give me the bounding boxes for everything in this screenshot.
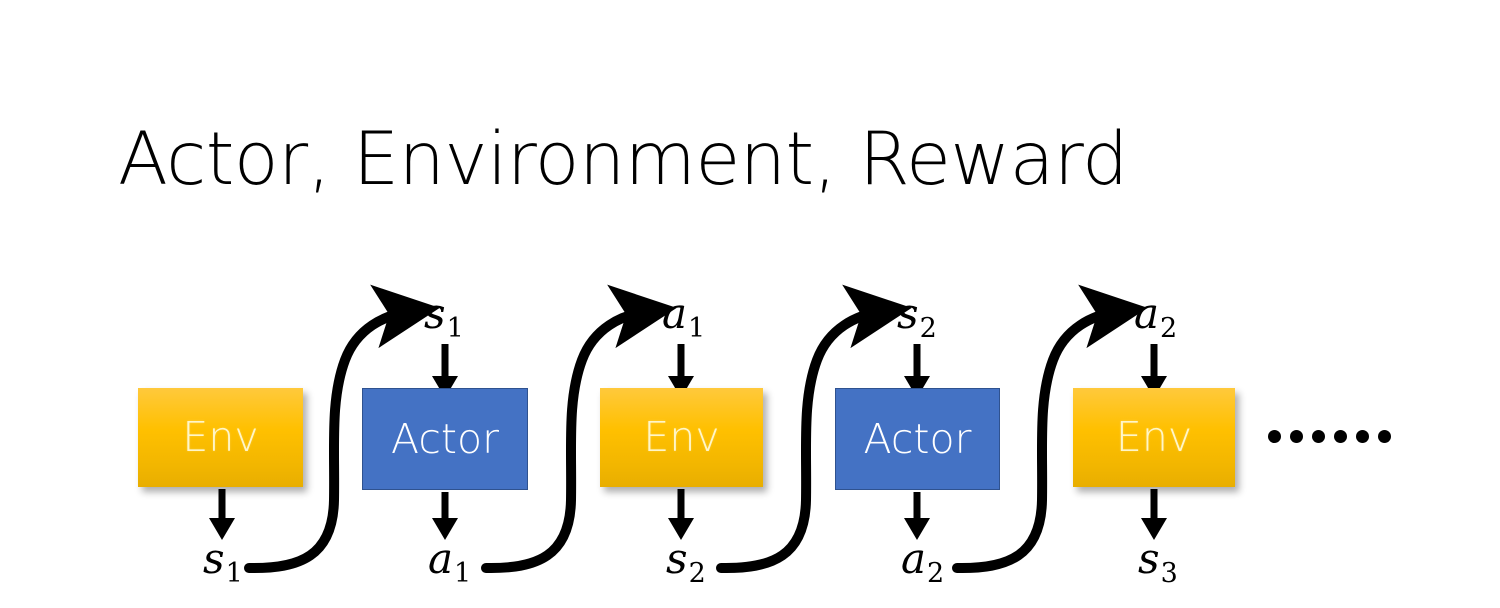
node-actor-1[interactable]: Actor (362, 388, 528, 490)
label-state-s3-bottom: s3 (1138, 538, 1178, 590)
ellipsis-dot-group (1268, 430, 1325, 443)
down-arrow-out-env3 (1141, 489, 1167, 540)
down-arrow-out-env2 (668, 489, 694, 540)
symbol: s (897, 289, 919, 338)
ellipsis-dot (1334, 430, 1347, 443)
ellipsis-dot (1290, 430, 1303, 443)
node-env-2[interactable]: Env (600, 388, 763, 487)
label-action-a2-top: a2 (1134, 293, 1178, 345)
node-label: Actor (391, 414, 499, 463)
ellipsis-dot-group (1334, 430, 1391, 443)
node-label: Actor (863, 414, 972, 463)
node-label: Env (643, 413, 720, 461)
label-state-s1-bottom: s1 (203, 538, 243, 590)
subscript: 3 (1160, 558, 1178, 589)
label-action-a1-top: a1 (662, 293, 706, 345)
node-label: Env (182, 413, 259, 461)
symbol: s (1138, 534, 1160, 583)
ellipsis-continuation-icon (1268, 430, 1391, 443)
node-env-1[interactable]: Env (138, 388, 303, 487)
down-arrow-out-actor2 (904, 492, 930, 540)
node-actor-2[interactable]: Actor (835, 388, 1000, 490)
subscript: 1 (454, 558, 472, 589)
down-arrow-out-actor1 (432, 492, 458, 540)
ellipsis-dot (1312, 430, 1325, 443)
symbol: a (428, 534, 454, 583)
symbol: a (1134, 289, 1160, 338)
symbol: s (666, 534, 688, 583)
symbol: s (203, 534, 225, 583)
down-arrow-out-env1 (209, 489, 235, 540)
subscript: 2 (688, 558, 706, 589)
symbol: a (662, 289, 688, 338)
label-state-s2-top: s2 (897, 293, 937, 345)
subscript: 1 (446, 313, 464, 344)
ellipsis-dot (1356, 430, 1369, 443)
label-state-s2-bottom: s2 (666, 538, 706, 590)
node-env-3[interactable]: Env (1073, 388, 1235, 487)
ellipsis-dot (1378, 430, 1391, 443)
label-action-a1-bottom: a1 (428, 538, 472, 590)
node-label: Env (1115, 413, 1193, 461)
subscript: 2 (1160, 313, 1178, 344)
page-title: Actor, Environment, Reward (118, 117, 1128, 202)
subscript: 2 (919, 313, 937, 344)
symbol: a (901, 534, 927, 583)
subscript: 1 (688, 313, 706, 344)
label-state-s1-top: s1 (424, 293, 464, 345)
label-action-a2-bottom: a2 (901, 538, 945, 590)
subscript: 2 (927, 558, 945, 589)
symbol: s (424, 289, 446, 338)
subscript: 1 (225, 558, 243, 589)
ellipsis-dot (1268, 430, 1281, 443)
